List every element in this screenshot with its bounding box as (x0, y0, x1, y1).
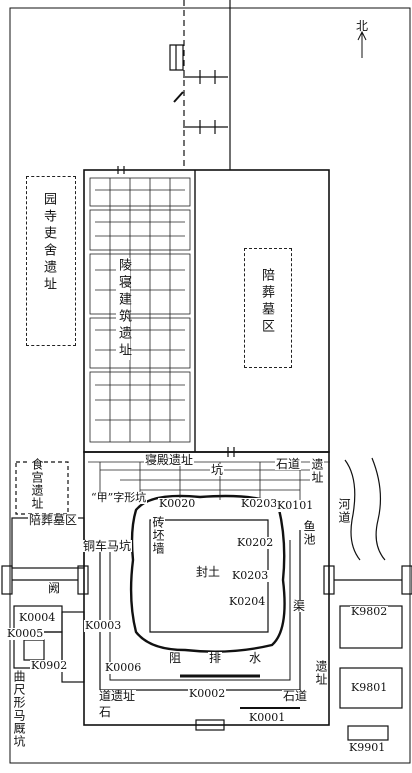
label-k9801: K9801 (350, 681, 389, 694)
lingqin-remains-block-5 (89, 371, 191, 443)
south-gate (195, 719, 225, 731)
label-k0005: K0005 (6, 627, 45, 640)
k9801-area (339, 667, 403, 709)
label-k0203: K0203 (240, 497, 279, 510)
label-yizhi-bottom-right: 遗址 (314, 660, 328, 686)
label-shigong: 食宫遗址 (30, 458, 44, 510)
label-shi-kong: 坑 (210, 463, 225, 477)
label-qindian: 寝殿遗址 (144, 453, 195, 467)
label-k0902: K0902 (30, 659, 69, 672)
inner-west-gate (77, 565, 89, 595)
peizang-top-zone (244, 248, 292, 368)
label-shidao-bottom: 道遗址 (98, 689, 137, 703)
drainage-channel-inner (109, 540, 291, 681)
outer-wall (9, 7, 411, 764)
label-qu: 渠 (292, 599, 307, 613)
label-pai: 排 (208, 651, 223, 665)
label-shui: 水 (248, 651, 263, 665)
label-k0002: K0002 (188, 687, 227, 700)
label-shi-bottom: 石 (98, 705, 113, 719)
label-shi-bottom-right: 石道 (282, 689, 309, 703)
label-k0101: K0101 (276, 499, 315, 512)
label-k9802: K9802 (350, 605, 389, 618)
label-k0001: K0001 (248, 711, 287, 724)
mound-inner-wall (149, 519, 269, 633)
label-tongche: 铜车马坑 (82, 539, 133, 553)
label-yizhi-right: 遗址 (310, 458, 324, 484)
label-k9901: K9901 (348, 741, 387, 754)
compass-arrowhead (357, 30, 367, 41)
label-jiazi: “甲”字形坑 (90, 491, 148, 504)
label-k0004: K0004 (18, 611, 57, 624)
label-k0204: K0204 (228, 595, 267, 608)
label-zu: 阻 (168, 651, 183, 665)
lingqin-remains-block-4 (89, 317, 191, 369)
label-peizang-left: 陪葬墓区 (28, 513, 79, 527)
label-k0003: K0003 (84, 619, 123, 632)
label-shidao-top: 石道 (275, 457, 302, 471)
compass-label: 北 (356, 19, 369, 33)
label-que: 阙 (48, 581, 61, 595)
label-k0203b: K0203 (231, 569, 270, 582)
lingqin-remains-block-1 (89, 177, 191, 207)
lingqin-remains-block-2 (89, 209, 191, 251)
label-lingqin: 陵寝建筑遗址 (116, 258, 131, 360)
inner-city-south (83, 451, 330, 726)
label-fengtu: 封土 (196, 565, 221, 579)
k0902-area (61, 611, 85, 683)
north-gate-structure (169, 44, 184, 71)
yuansi-zone (26, 176, 76, 346)
label-quchi: 曲尺形马厩坑 (12, 670, 26, 748)
label-peizang-top: 陪葬墓区 (259, 268, 274, 336)
lingqin-remains-block-3 (89, 253, 191, 315)
label-yuansi: 园寺吏舍遗址 (41, 192, 56, 294)
label-k0202: K0202 (236, 536, 275, 549)
north-road-slash (173, 91, 184, 103)
burial-mound (129, 494, 286, 653)
label-yuchi: 鱼池 (302, 520, 316, 546)
label-k0006: K0006 (104, 661, 143, 674)
label-zhuanpiqiang: 砖坯墙 (151, 516, 165, 555)
east-river (344, 457, 386, 561)
k9901-area (347, 725, 389, 741)
label-k0020: K0020 (158, 497, 197, 510)
lingqin-remains-hatch (95, 178, 185, 442)
label-hedao: 河道 (337, 498, 351, 524)
